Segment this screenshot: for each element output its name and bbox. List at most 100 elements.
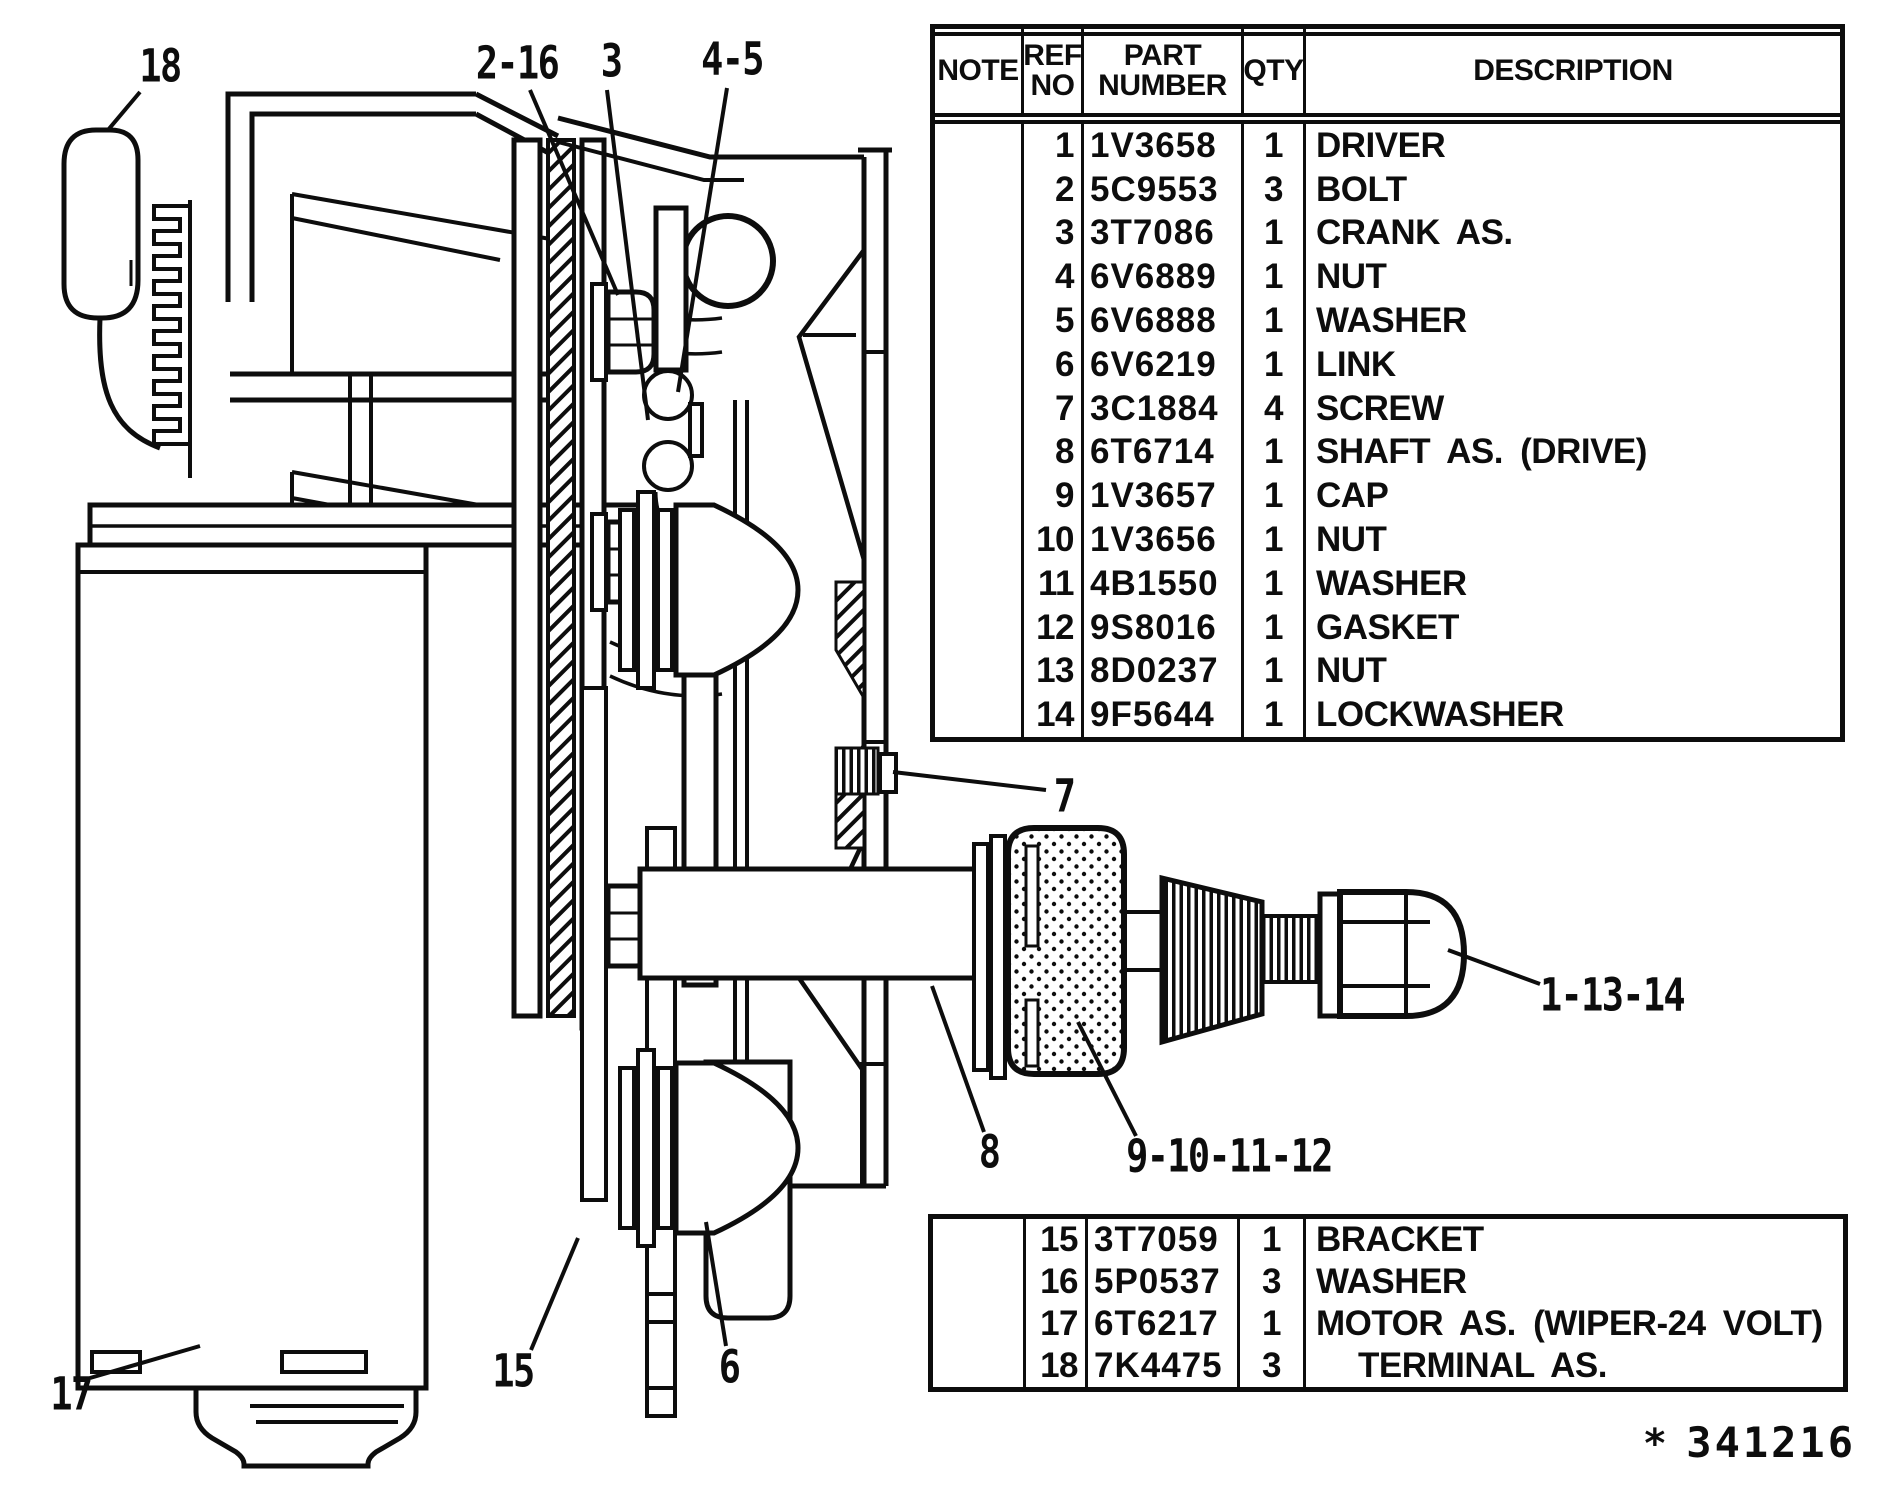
table-cell: 9 [1021, 474, 1081, 519]
table-cell [935, 650, 1021, 694]
cap-slot-lower [1024, 998, 1040, 1068]
table-cell: CRANK AS. [1303, 211, 1840, 256]
table-cell: 1 [1241, 255, 1303, 300]
col-header-qty: QTY [1241, 29, 1304, 113]
table-cell: SCREW [1303, 386, 1840, 431]
table-cell: GASKET [1303, 605, 1840, 650]
table-cell: 6T6217 [1085, 1303, 1237, 1345]
table-cell [935, 387, 1021, 431]
table-cell [935, 474, 1021, 518]
leader-line-2-16 [528, 89, 620, 296]
table-cell [935, 168, 1021, 212]
table-cell: 1V3658 [1081, 124, 1241, 168]
table-cell [935, 431, 1021, 475]
table-cell: 6T6714 [1081, 430, 1241, 475]
table-cell [935, 299, 1021, 343]
table-cell: 2 [1021, 167, 1081, 212]
table-cell: NUT [1303, 255, 1840, 300]
crank-nut-lower [642, 440, 694, 492]
table-cell: 3 [1237, 1261, 1303, 1303]
table-cell: 1 [1241, 211, 1303, 256]
table-cell: 1 [1241, 561, 1303, 606]
motor-end-bell [193, 1385, 419, 1469]
table-cell: 9F5644 [1081, 693, 1241, 738]
table-cell [935, 606, 1021, 650]
crank-nut-side [688, 402, 704, 458]
table-cell [935, 255, 1021, 299]
col-header-note: NOTE [937, 54, 1019, 87]
bracket-top-edge [557, 115, 864, 160]
link-bar-segments [647, 1292, 675, 1390]
table-cell: 1 [1241, 605, 1303, 650]
table-cell: 14 [1021, 693, 1081, 738]
table-cell: BOLT [1303, 167, 1840, 212]
acorn-nut-facets [1340, 892, 1430, 1016]
cap-slot-upper [1024, 844, 1040, 948]
drive-shaft [637, 866, 999, 981]
callout-3: 3 [600, 34, 623, 88]
motor-body [75, 542, 429, 1391]
bracket-chevron-upper [796, 248, 867, 561]
bracket-hole [680, 213, 776, 309]
table-cell [935, 212, 1021, 256]
table-cell: 7K4475 [1085, 1345, 1237, 1387]
table-cell: WASHER [1303, 561, 1840, 606]
table-cell: MOTOR AS. (WIPER-24 VOLT) [1303, 1303, 1843, 1345]
bracket-screw-threads [834, 746, 880, 796]
table-cell: 1 [1021, 124, 1081, 168]
table-cell: 1 [1241, 124, 1303, 168]
table-cell: TERMINAL AS. [1303, 1345, 1843, 1387]
mount-bolt-top [590, 282, 657, 382]
driver-cone [1159, 874, 1265, 1046]
callout-7: 7 [1053, 769, 1076, 823]
table-cell: NUT [1303, 649, 1840, 694]
table-cell [933, 1303, 1023, 1345]
bracket-top-edge2 [557, 140, 744, 182]
callout-18: 18 [139, 39, 182, 93]
gearbox-band [230, 371, 560, 403]
shaft-washer-plate1 [972, 842, 990, 1072]
leader-line-3 [605, 89, 650, 421]
washer-stack-upper [618, 490, 801, 690]
table-cell: 6V6888 [1081, 299, 1241, 343]
table-cell: LINK [1303, 342, 1840, 387]
form-number: *341216 [1644, 1418, 1856, 1467]
table-cell: 3 [1237, 1345, 1303, 1387]
table-cell: BRACKET [1303, 1219, 1843, 1261]
table-cell: 4 [1021, 255, 1081, 300]
table-cell: 13 [1021, 649, 1081, 694]
leader-line-7 [892, 770, 1047, 792]
table-cell: 1 [1237, 1219, 1303, 1261]
end-bell-lines [250, 1404, 404, 1424]
callout-2-16: 2-16 [475, 36, 560, 90]
table-cell: 1 [1241, 693, 1303, 738]
table-cell: 9S8016 [1081, 605, 1241, 650]
table-cell: 8D0237 [1081, 649, 1241, 694]
callout-8: 8 [978, 1125, 1001, 1179]
mount-plate-hatched [546, 138, 576, 1018]
terminal-wire [97, 317, 161, 451]
bracket-foot-step [860, 1062, 886, 1186]
crank-upper-bar [653, 205, 689, 373]
shaft-washer-plate2 [989, 834, 1007, 1080]
table-cell: 16 [1023, 1261, 1085, 1303]
table-cell: 6V6219 [1081, 342, 1241, 387]
callout-4-5: 4-5 [701, 32, 764, 86]
callout-17: 17 [50, 1367, 93, 1421]
acorn-nut [1337, 889, 1468, 1019]
table-cell: 1 [1241, 649, 1303, 694]
table-cell: 5P0537 [1085, 1261, 1237, 1303]
table-cell: 3C1884 [1081, 386, 1241, 431]
motor-slot-center [280, 1350, 368, 1374]
table-cell [933, 1345, 1023, 1387]
leader-line-15 [529, 1237, 580, 1351]
col-header-description: DESCRIPTION [1303, 29, 1840, 113]
table-cell: 7 [1021, 386, 1081, 431]
table-cell [935, 343, 1021, 387]
leader-line-17 [89, 1344, 201, 1380]
table-cell [935, 562, 1021, 606]
